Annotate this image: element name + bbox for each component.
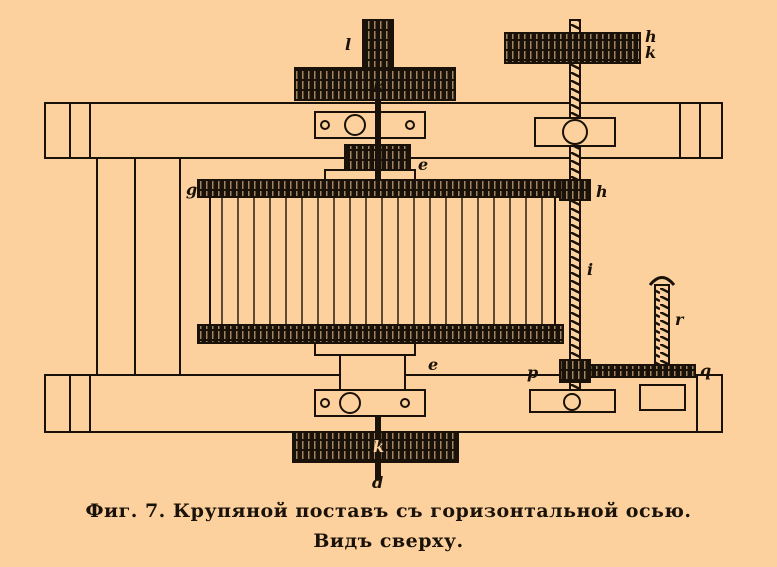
- top-gear: [294, 19, 456, 180]
- drum: [197, 169, 564, 356]
- side-posts: [96, 158, 181, 375]
- svg-text:e: e: [428, 355, 438, 374]
- caption-line-2: Видъ сверху.: [313, 530, 464, 552]
- svg-text:p: p: [527, 363, 538, 382]
- svg-text:k: k: [373, 437, 384, 456]
- svg-text:l: l: [345, 35, 351, 54]
- caption-line-1: Фиг. 7. Крупяной поставъ съ горизонтальн…: [85, 500, 692, 522]
- figure-labels: l k h k e g h i r p q e k d: [186, 27, 711, 492]
- figure-caption: Фиг. 7. Крупяной поставъ съ горизонтальн…: [0, 496, 777, 556]
- bottom-gear: [292, 354, 459, 480]
- svg-text:e: e: [418, 155, 428, 174]
- svg-text:q: q: [700, 361, 711, 380]
- svg-text:r: r: [675, 310, 685, 329]
- mill-diagram: l k h k e g h i r p q e k d: [44, 19, 723, 492]
- vertical-shaft: [504, 19, 641, 413]
- svg-text:i: i: [587, 260, 593, 279]
- svg-text:h: h: [645, 27, 657, 46]
- svg-text:k: k: [645, 43, 656, 62]
- svg-text:h: h: [596, 182, 608, 201]
- svg-text:d: d: [372, 473, 383, 492]
- lever-and-screw: [589, 276, 696, 411]
- svg-text:g: g: [186, 180, 197, 199]
- svg-text:k: k: [373, 77, 384, 96]
